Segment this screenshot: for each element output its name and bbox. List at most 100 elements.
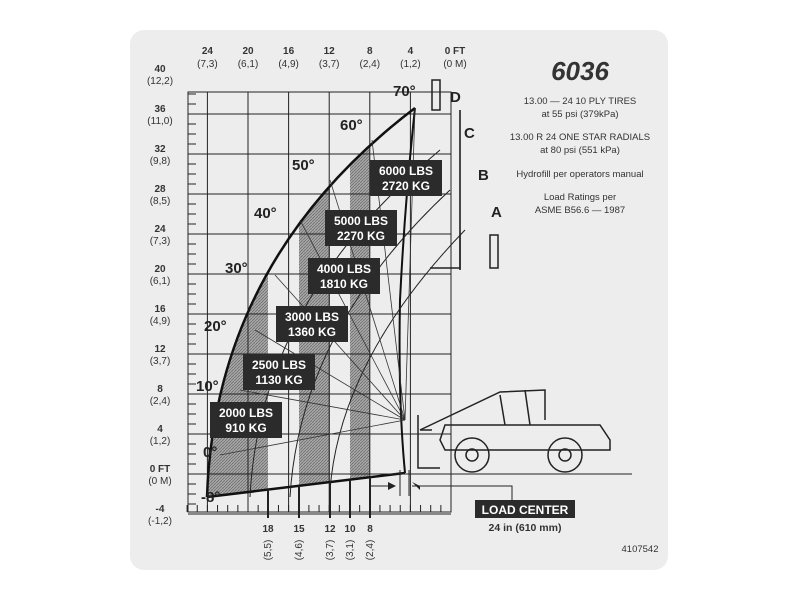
- telehandler-drawing: [417, 79, 611, 473]
- x-axis-m-label: (7,3): [197, 59, 218, 70]
- angle-labels: 70° 60° 50° 40° 30° 20° 10° 0° -8°: [196, 83, 416, 506]
- x-axis-ft-label: 24: [202, 46, 214, 57]
- load-zone-kg: 1360 KG: [288, 325, 336, 339]
- load-center-value: 24 in (610 mm): [489, 522, 562, 534]
- load-zone-lbs: 5000 LBS: [334, 214, 388, 228]
- x-axis-ft-label: 12: [324, 46, 336, 57]
- boom-a: A: [491, 204, 502, 221]
- load-zone-lbs: 6000 LBS: [379, 164, 433, 178]
- angle-10: 10°: [196, 378, 219, 395]
- reach-ft-label: 8: [367, 524, 373, 535]
- load-center: LOAD CENTER 24 in (610 mm): [370, 470, 575, 534]
- reach-m-label: (3,7): [325, 540, 336, 561]
- y-axis-ft-label: 16: [154, 304, 166, 315]
- x-axis-m-label: (6,1): [238, 59, 259, 70]
- x-axis-ft-label: 20: [242, 46, 254, 57]
- x-axis-ft-label: 16: [283, 46, 295, 57]
- y-axis-m-label: (11,0): [147, 116, 172, 127]
- angle-70: 70°: [393, 83, 416, 100]
- reach-marks: 18 (5,5) 15 (4,6) 12 (3,7) 10 (3,1) 8 (2,4): [262, 477, 376, 560]
- spec-info: 13.00 — 24 10 PLY TIRES at 55 psi (379kP…: [510, 96, 650, 216]
- x-axis-ft-label: 4: [408, 46, 414, 57]
- load-zone-kg: 910 KG: [225, 421, 266, 435]
- x-axis-m-label: (3,7): [319, 59, 340, 70]
- y-axis-ft-label: 4: [157, 424, 163, 435]
- x-axis-ft-label: 0 FT: [445, 46, 466, 57]
- y-axis-m-label: (8,5): [150, 196, 171, 207]
- angle-ray: [219, 419, 406, 456]
- reach-m-label: (5,5): [263, 540, 274, 561]
- load-zone-kg: 1810 KG: [320, 277, 368, 291]
- x-axis-m-label: (0 M): [443, 59, 466, 70]
- y-axis-m-label: (-1,2): [148, 516, 172, 527]
- y-axis-m-label: (6,1): [150, 276, 171, 287]
- x-axis-m-label: (2,4): [360, 59, 381, 70]
- load-zone-kg: 2720 KG: [382, 179, 430, 193]
- y-axis-m-label: (9,8): [150, 156, 171, 167]
- angle-ray: [239, 389, 406, 421]
- angle-20: 20°: [204, 318, 227, 335]
- tire-pressure-2: at 80 psi (551 kPa): [540, 145, 620, 156]
- y-axis-ft-label: 8: [157, 384, 163, 395]
- load-zone-kg: 1130 KG: [255, 373, 302, 387]
- y-axis-ft-label: 28: [154, 184, 166, 195]
- boom-position-labels: D C B A: [450, 89, 502, 221]
- y-axis-ft-label: 20: [154, 264, 166, 275]
- boom-b: B: [478, 167, 489, 184]
- y-axis-ft-label: -4: [156, 504, 165, 515]
- load-zone-box: [308, 258, 380, 294]
- load-zone-kg: 2270 KG: [337, 229, 385, 243]
- x-axis-ft-label: 8: [367, 46, 373, 57]
- load-zone-lbs: 2500 LBS: [252, 358, 306, 372]
- y-axis-ft-label: 24: [154, 224, 166, 235]
- y-axis-m-label: (12,2): [147, 76, 173, 87]
- axes: 24(7,3)20(6,1)16(4,9)12(3,7)8(2,4)4(1,2)…: [147, 46, 467, 527]
- reach-m-label: (4,6): [294, 540, 305, 561]
- tire-pressure-1: at 55 psi (379kPa): [541, 109, 618, 120]
- tire-spec-2: 13.00 R 24 ONE STAR RADIALS: [510, 132, 650, 143]
- y-axis-m-label: (2,4): [150, 396, 171, 407]
- reach-ft-label: 10: [344, 524, 356, 535]
- angle-40: 40°: [254, 205, 277, 222]
- part-number: 4107542: [622, 544, 659, 555]
- boom-d: D: [450, 89, 461, 106]
- boom-c: C: [464, 125, 475, 142]
- angle-50: 50°: [292, 157, 315, 174]
- y-axis-ft-label: 32: [154, 144, 166, 155]
- angle-minus-8: -8°: [201, 489, 220, 506]
- y-axis-ft-label: 36: [154, 104, 166, 115]
- y-axis-m-label: (7,3): [150, 236, 171, 247]
- load-zone-box: [243, 354, 315, 390]
- tire-spec-1: 13.00 — 24 10 PLY TIRES: [524, 96, 637, 107]
- angle-ray: [274, 274, 406, 421]
- load-zone-lbs: 2000 LBS: [219, 406, 273, 420]
- y-axis-ft-label: 12: [154, 344, 166, 355]
- load-zone-box: [276, 306, 348, 342]
- y-axis-m-label: (1,2): [150, 436, 171, 447]
- hydrofill-note: Hydrofill per operators manual: [516, 169, 643, 180]
- load-zone-box: [325, 210, 397, 246]
- angle-60: 60°: [340, 117, 363, 134]
- load-zone-box: [370, 160, 442, 196]
- reach-m-label: (2,4): [365, 540, 376, 561]
- angle-0: 0°: [203, 444, 217, 461]
- reach-ft-label: 18: [262, 524, 274, 535]
- reach-m-label: (3,1): [345, 540, 356, 561]
- reach-ft-label: 12: [324, 524, 336, 535]
- angle-ray: [299, 219, 406, 421]
- load-zone-box: [210, 402, 282, 438]
- load-zone-lbs: 3000 LBS: [285, 310, 339, 324]
- y-axis-ft-label: 40: [154, 64, 166, 75]
- reach-ft-label: 15: [293, 524, 305, 535]
- y-axis-ft-label: 0 FT: [150, 464, 171, 475]
- y-axis-m-label: (0 M): [148, 476, 171, 487]
- x-axis-m-label: (1,2): [400, 59, 421, 70]
- x-axis-m-label: (4,9): [278, 59, 299, 70]
- standard-note: ASME B56.6 — 1987: [535, 205, 625, 216]
- load-zone-lbs: 4000 LBS: [317, 262, 371, 276]
- load-center-label: LOAD CENTER: [482, 503, 569, 517]
- envelope-bottom: [206, 471, 406, 499]
- y-axis-m-label: (3,7): [150, 356, 171, 367]
